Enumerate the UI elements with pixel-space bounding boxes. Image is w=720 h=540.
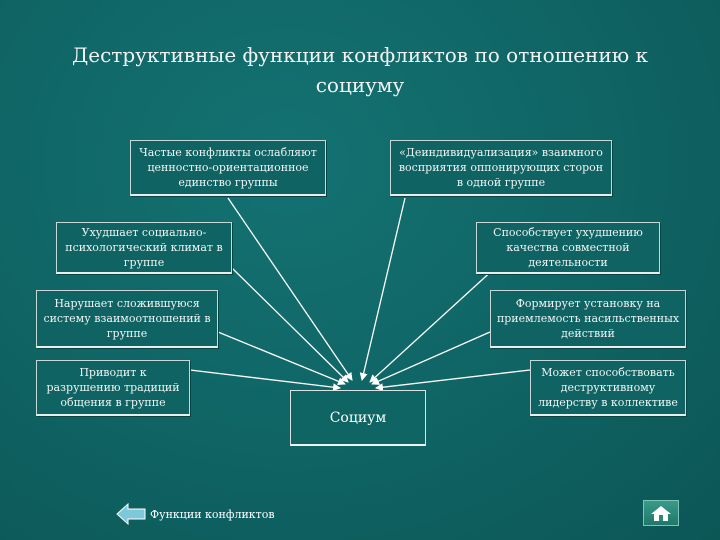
function-box-8: Может способствовать деструктивному лиде…: [530, 360, 686, 416]
society-node: Социум: [290, 390, 426, 446]
home-button[interactable]: [643, 500, 679, 526]
arrow-8: [375, 369, 531, 392]
back-link-label[interactable]: Функции конфликтов: [150, 507, 275, 521]
function-box-1: Частые конфликты ослабляют ценностно-ори…: [130, 140, 326, 196]
arrow-2: [359, 197, 406, 381]
arrow-5: [217, 331, 346, 386]
arrow-6: [371, 331, 491, 385]
home-icon: [651, 506, 671, 521]
arrow-3: [231, 267, 349, 383]
function-box-4: Способствует ухудшению качества совместн…: [476, 222, 660, 274]
function-box-6: Формирует установку на приемлемость наси…: [490, 290, 686, 348]
society-label: Социум: [329, 409, 387, 426]
arrow-1: [227, 197, 353, 381]
slide-title: Деструктивные функции конфликтов по отно…: [71, 43, 648, 97]
function-box-5: Нарушает сложившуюся систему взаимоотнош…: [36, 290, 218, 348]
function-box-2: «Деиндивидуализация» взаимного восприяти…: [390, 140, 612, 196]
back-link[interactable]: Функции конфликтов: [116, 502, 275, 526]
left-arrow-icon[interactable]: [116, 503, 146, 525]
function-box-3: Ухудшает социально-психологический клима…: [56, 222, 232, 274]
function-box-7: Приводит к разрушению традиций общения в…: [36, 360, 190, 416]
arrow-7: [189, 369, 341, 392]
arrow-4: [369, 267, 496, 383]
